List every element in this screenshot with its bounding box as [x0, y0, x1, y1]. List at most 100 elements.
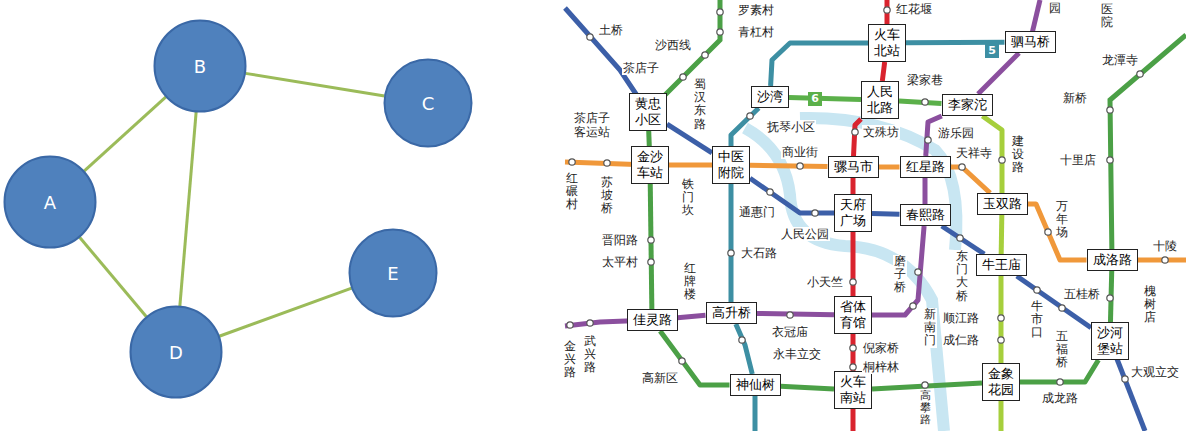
graph-vertex: C	[383, 58, 473, 148]
interchange-station: 火车 北站	[868, 24, 906, 62]
metro-line	[851, 178, 856, 194]
station-name: 五桂桥	[1063, 287, 1101, 301]
graph-vertex: A	[3, 155, 97, 249]
station-name: 大观立交	[1130, 365, 1180, 379]
station-name: 茶店子 客运站	[573, 111, 611, 139]
station-name: 衣冠庙	[771, 325, 809, 339]
station-dot	[884, 7, 890, 13]
station-name: 磨子桥	[893, 255, 907, 295]
graph-edge	[84, 97, 166, 171]
station-name: 晋阳路	[601, 233, 639, 247]
station-dot	[1059, 305, 1065, 311]
node-label: 沙河 堡站	[1097, 325, 1123, 357]
station-dot	[717, 9, 723, 15]
station-dot	[1045, 229, 1051, 235]
metro-line	[899, 101, 942, 103]
station-name: 天祥寺	[955, 146, 993, 160]
station-dot	[999, 157, 1005, 163]
graph-edge	[180, 112, 196, 306]
station-dot	[957, 235, 963, 241]
station-name: 蜀汉东路	[693, 78, 707, 131]
station-name: 槐树店	[1143, 285, 1157, 325]
interchange-station: 沙湾	[751, 86, 789, 108]
interchange-station: 天府 广场	[834, 194, 872, 232]
node-label: 春熙路	[906, 207, 945, 223]
station-name: 抚琴小区	[766, 120, 816, 134]
station-dot	[717, 29, 723, 35]
station-name: 红牌楼	[683, 262, 697, 302]
metro-line	[729, 184, 734, 302]
station-dot	[1107, 107, 1113, 113]
station-dot	[850, 345, 856, 351]
node-label: 驷马桥	[1011, 34, 1050, 50]
station-dot	[680, 74, 686, 80]
station-name: 成龙路	[1041, 391, 1079, 405]
station-name: 高攀路	[919, 390, 932, 426]
metro-line	[854, 119, 861, 156]
station-dot	[922, 99, 928, 105]
station-dot	[747, 113, 753, 119]
node-label: 中医 附院	[718, 149, 744, 181]
metro-line	[872, 226, 924, 315]
node-label: 神仙树	[736, 377, 775, 393]
station-dot	[1162, 257, 1168, 263]
vertex-circle	[5, 157, 96, 248]
station-name: 红碾村	[565, 172, 579, 212]
node-label: 红星路	[906, 159, 945, 175]
station-dot	[959, 164, 965, 170]
station-dot	[922, 382, 928, 388]
station-dot	[702, 52, 708, 58]
node-label: 李家沱	[948, 97, 987, 113]
station-name: 梁家巷	[906, 73, 944, 87]
metro-line	[750, 165, 828, 166]
node-label: C	[422, 93, 435, 114]
metro-line	[736, 324, 752, 374]
graph-vertex: D	[129, 305, 223, 399]
station-dot	[1057, 379, 1063, 385]
station-name: 十陵	[1152, 239, 1178, 253]
station-name: 商业街	[781, 145, 819, 159]
interchange-station: 玉双路	[977, 193, 1028, 215]
station-name: 游乐园	[937, 126, 975, 140]
station-name: 新桥	[1062, 91, 1088, 105]
node-label: 骡马市	[834, 159, 873, 175]
line-number: 5	[985, 44, 999, 58]
vertex-circle	[155, 21, 246, 112]
metro-line	[999, 215, 1005, 254]
station-dot	[1107, 157, 1113, 163]
station-name: 新南门	[923, 308, 937, 348]
station-name: 医院	[1100, 3, 1114, 29]
station-dot	[739, 337, 745, 343]
station-dot	[567, 322, 573, 328]
node-label: 成洛路	[1093, 252, 1132, 268]
station-dot	[925, 137, 931, 143]
station-name: 万年场	[1055, 200, 1069, 240]
station-name: 太平村	[601, 255, 639, 269]
graph-edge	[219, 288, 351, 336]
station-dot	[910, 303, 916, 309]
interchange-station: 神仙树	[730, 374, 781, 396]
station-dot	[812, 210, 818, 216]
station-dot	[797, 163, 803, 169]
metro-line	[731, 108, 759, 146]
graph-vertex: E	[348, 228, 438, 318]
metro-line	[978, 53, 1019, 94]
graph-vertex: B	[153, 19, 247, 113]
station-name: 十里店	[1059, 153, 1097, 167]
station-name: 茶店子	[622, 61, 660, 75]
vertex-circle	[385, 60, 472, 147]
station-name: 土桥	[598, 23, 624, 37]
node-label: 黄忠 小区	[635, 96, 661, 128]
metro-line	[999, 276, 1004, 363]
metro-line	[882, 62, 884, 81]
metro-line	[789, 98, 861, 100]
graph-edge	[80, 237, 147, 317]
station-name: 小天竺	[806, 275, 844, 289]
node-label: D	[169, 342, 183, 363]
interchange-station: 火车 南站	[834, 371, 872, 409]
station-dot	[787, 312, 793, 318]
interchange-station: 红星路	[900, 156, 951, 178]
interchange-station: 骡马市	[828, 156, 879, 178]
station-name: 园	[1048, 1, 1062, 15]
station-dot	[587, 320, 593, 326]
